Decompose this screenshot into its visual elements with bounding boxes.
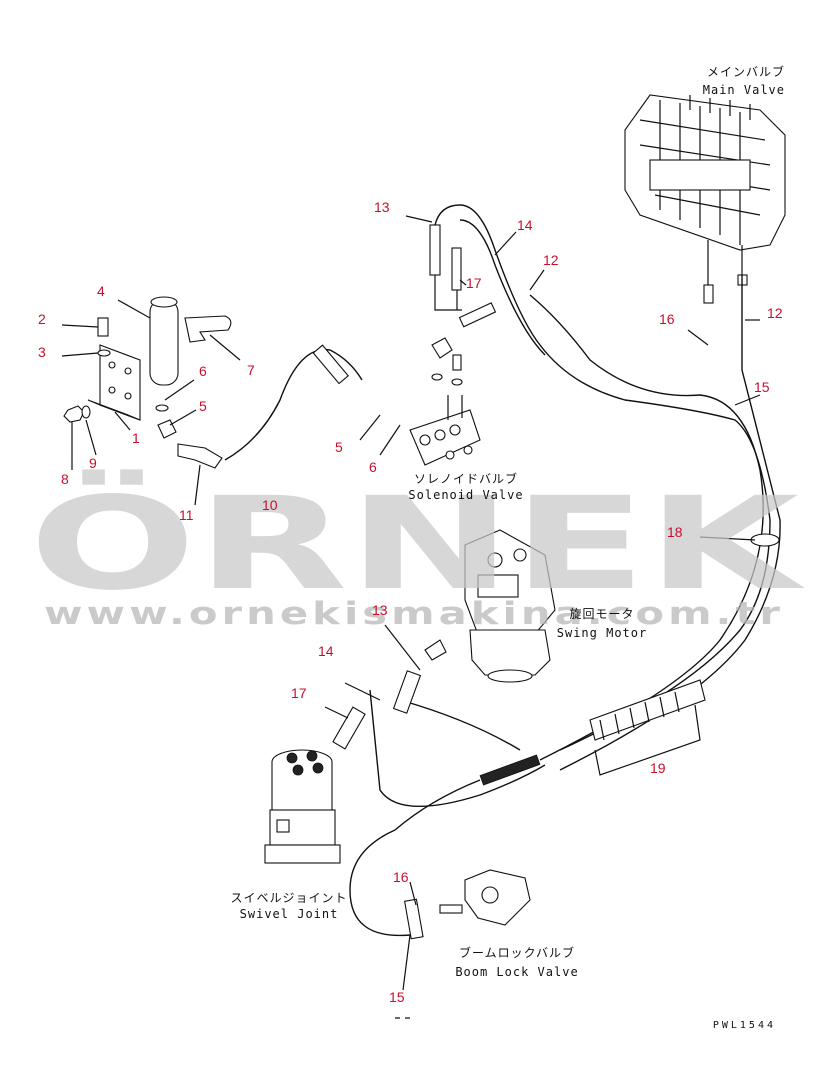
watermark: ÖRNEK www.ornekismakina.com.tr [29, 469, 806, 632]
label-swivel-joint-en: Swivel Joint [240, 907, 339, 921]
label-solenoid-valve-jp: ソレノイドバルブ [414, 471, 518, 486]
component-labels: メインバルブ Main Valve ソレノイドバルブ Solenoid Valv… [230, 64, 785, 1031]
label-boom-lock-valve-jp: ブームロックバルブ [459, 945, 575, 960]
accumulator-bracket [63, 296, 241, 506]
callout-17-upper: 17 [466, 275, 482, 291]
callout-5-lower: 5 [335, 439, 343, 455]
callout-6-lower: 6 [369, 459, 377, 475]
label-solenoid-valve-en: Solenoid Valve [408, 488, 523, 502]
callout-13-upper: 13 [374, 199, 390, 215]
callout-13-lower: 13 [372, 602, 388, 618]
callout-18: 18 [667, 524, 683, 540]
callout-15-lower: 15 [389, 989, 405, 1005]
callout-14-upper: 14 [517, 217, 533, 233]
label-boom-lock-valve-en: Boom Lock Valve [455, 965, 578, 979]
watermark-brand: ÖRNEK [29, 469, 806, 619]
swivel-joint [264, 749, 341, 864]
hoses [224, 204, 781, 1019]
callout-numbers: 1 2 3 4 5 5 6 6 7 8 9 10 11 12 12 13 13 … [38, 199, 783, 1005]
callout-7: 7 [247, 362, 255, 378]
label-main-valve-en: Main Valve [703, 83, 785, 97]
callout-9: 9 [89, 455, 97, 471]
callout-8: 8 [61, 471, 69, 487]
swing-motor [464, 529, 556, 683]
label-swing-motor-en: Swing Motor [557, 626, 647, 640]
label-main-valve-jp: メインバルブ [707, 64, 785, 79]
callout-15-upper: 15 [754, 379, 770, 395]
callout-12-right: 12 [767, 305, 783, 321]
callout-4: 4 [97, 283, 105, 299]
drawing-code: PWL1544 [713, 1020, 776, 1031]
callout-3: 3 [38, 344, 46, 360]
callout-6-upper: 6 [199, 363, 207, 379]
solenoid-valve [409, 224, 497, 466]
callout-16-upper: 16 [659, 311, 675, 327]
callout-2: 2 [38, 311, 46, 327]
callout-17-lower: 17 [291, 685, 307, 701]
callout-5-upper: 5 [199, 398, 207, 414]
callout-10: 10 [262, 497, 278, 513]
callout-19: 19 [650, 760, 666, 776]
callout-16-lower: 16 [393, 869, 409, 885]
callout-14-lower: 14 [318, 643, 334, 659]
callout-11: 11 [179, 507, 194, 523]
callout-12-upper: 12 [543, 252, 559, 268]
label-swivel-joint-jp: スイベルジョイント [230, 891, 347, 905]
main-valve [624, 94, 786, 304]
boom-lock-valve [403, 869, 531, 940]
callout-1: 1 [132, 430, 140, 446]
watermark-url: www.ornekismakina.com.tr [44, 596, 784, 632]
leader-lines [61, 215, 761, 991]
label-swing-motor-jp: 旋回モータ [569, 607, 634, 621]
